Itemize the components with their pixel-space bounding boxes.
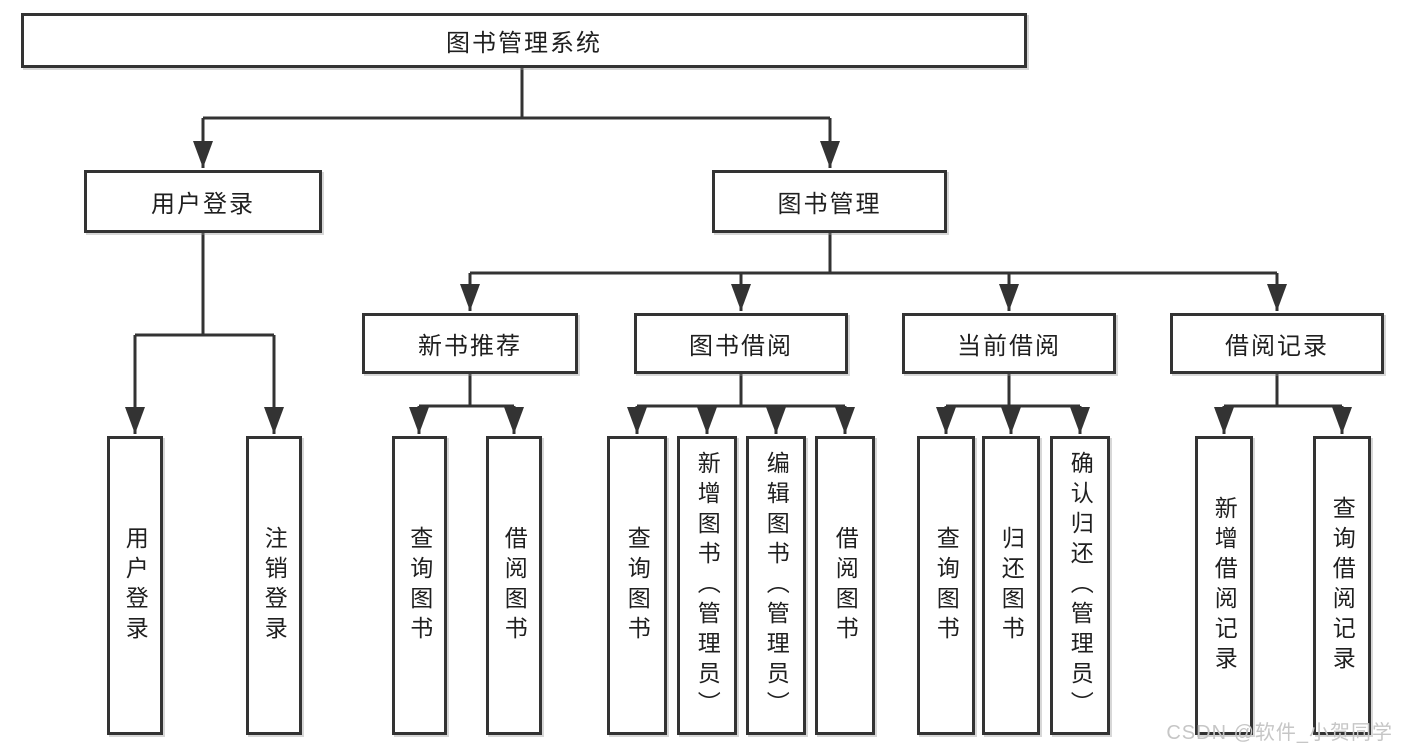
- node-label: 当前借阅: [957, 333, 1061, 360]
- node-library-management-system: 图书管理系统: [21, 13, 1027, 68]
- node-borrow-records: 借阅记录: [1170, 313, 1384, 374]
- node-label: 编辑图书（管理员）: [763, 450, 790, 721]
- leaf-logout: 注销登录: [246, 436, 302, 735]
- leaf-borrow-books-recommend: 借阅图书: [486, 436, 542, 735]
- node-label: 新增图书（管理员）: [694, 450, 721, 721]
- node-label: 确认归还（管理员）: [1067, 450, 1094, 721]
- node-label: 用户登录: [122, 525, 149, 646]
- leaf-query-books-recommend: 查询图书: [392, 436, 447, 735]
- node-label: 新增借阅记录: [1211, 495, 1238, 676]
- leaf-borrow-books: 借阅图书: [815, 436, 875, 735]
- csdn-watermark: CSDN @软件_小贺同学: [1166, 722, 1393, 744]
- node-label: 查询图书: [406, 525, 433, 646]
- node-label: 借阅图书: [832, 525, 859, 646]
- leaf-confirm-return-admin: 确认归还（管理员）: [1050, 436, 1110, 735]
- node-label: 归还图书: [998, 525, 1025, 646]
- node-label: 图书管理系统: [446, 30, 602, 57]
- node-label: 图书借阅: [689, 333, 793, 360]
- node-book-borrow: 图书借阅: [634, 313, 848, 374]
- leaf-return-books: 归还图书: [982, 436, 1040, 735]
- node-book-management: 图书管理: [712, 170, 947, 233]
- node-label: 查询图书: [624, 525, 651, 646]
- leaf-query-books-borrow: 查询图书: [607, 436, 667, 735]
- node-label: 新书推荐: [418, 333, 522, 360]
- node-label: 查询图书: [933, 525, 960, 646]
- node-label: 借阅记录: [1225, 333, 1329, 360]
- node-current-borrow: 当前借阅: [902, 313, 1116, 374]
- leaf-edit-books-admin: 编辑图书（管理员）: [746, 436, 806, 735]
- leaf-add-borrow-record: 新增借阅记录: [1195, 436, 1253, 735]
- node-label: 用户登录: [151, 191, 255, 218]
- node-label: 查询借阅记录: [1329, 495, 1356, 676]
- node-label: 借阅图书: [501, 525, 528, 646]
- leaf-add-books-admin: 新增图书（管理员）: [677, 436, 737, 735]
- leaf-query-books-current: 查询图书: [917, 436, 975, 735]
- node-user-login: 用户登录: [84, 170, 322, 233]
- node-label: 注销登录: [261, 525, 288, 646]
- node-label: 图书管理: [777, 191, 882, 218]
- leaf-query-borrow-record: 查询借阅记录: [1313, 436, 1371, 735]
- leaf-user-login: 用户登录: [107, 436, 163, 735]
- node-new-book-recommend: 新书推荐: [362, 313, 578, 374]
